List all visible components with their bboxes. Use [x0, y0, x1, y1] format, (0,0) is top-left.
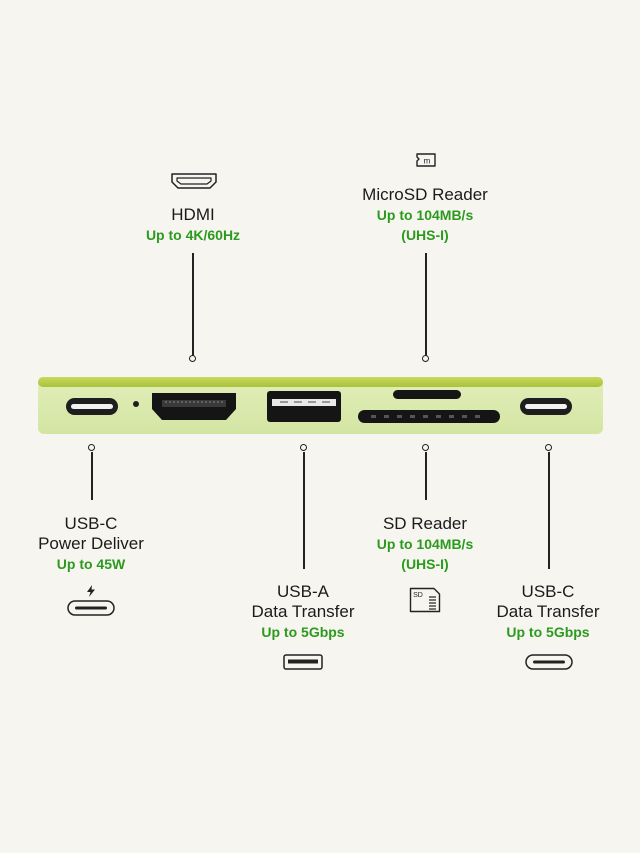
hdmi-icon	[171, 173, 217, 189]
usb-a-label: USB-A Data Transfer Up to 5Gbps	[213, 582, 393, 642]
usb-c-data-title-line1: USB-C	[521, 582, 575, 601]
usb-c-data-label: USB-C Data Transfer Up to 5Gbps	[458, 582, 638, 642]
usb-c-data-title-line2: Data Transfer	[496, 602, 600, 621]
sd-slot	[358, 410, 500, 423]
usb-a-port	[267, 391, 341, 422]
microsd-spec-line2: (UHS-I)	[401, 227, 449, 243]
hdmi-spec: Up to 4K/60Hz	[145, 227, 241, 243]
usb-c-power-title-line2: Power Deliver	[38, 534, 144, 553]
usb-c-power-label: USB-C Power Deliver Up to 45W	[11, 514, 171, 574]
microsd-spec-line1: Up to 104MB/s	[376, 207, 474, 223]
sd-card-icon-letters: SD	[413, 592, 423, 599]
usb-a-leader-line	[303, 452, 305, 569]
hdmi-leader-dot	[189, 355, 196, 362]
usb-c-power-spec: Up to 45W	[56, 556, 126, 572]
usb-c-data-leader-dot	[545, 444, 552, 451]
usb-c-power-title-line1: USB-C	[64, 514, 118, 533]
usb-a-title-line2: Data Transfer	[251, 602, 355, 621]
sd-spec-line1: Up to 104MB/s	[376, 536, 474, 552]
status-led	[133, 401, 139, 407]
usb-c-power-leader-line	[91, 452, 93, 500]
usb-a-title-line1: USB-A	[277, 582, 329, 601]
microsd-leader-dot	[422, 355, 429, 362]
usb-a-icon	[283, 654, 323, 670]
lightning-icon	[87, 585, 95, 597]
hdmi-label: HDMI Up to 4K/60Hz	[113, 205, 273, 245]
usb-c-icon	[525, 654, 573, 670]
usb-c-data-spec: Up to 5Gbps	[506, 624, 590, 640]
sd-label: SD Reader Up to 104MB/s (UHS-I)	[325, 514, 525, 574]
usb-a-leader-dot	[300, 444, 307, 451]
sd-leader-line	[425, 452, 427, 500]
usb-c-data-leader-line	[548, 452, 550, 569]
usb-a-spec: Up to 5Gbps	[261, 624, 345, 640]
usb-c-power-icon	[67, 600, 115, 616]
hdmi-leader-line	[192, 253, 194, 357]
microsd-leader-line	[425, 253, 427, 357]
microsd-icon: m	[416, 153, 436, 167]
microsd-icon-letter: m	[424, 157, 431, 166]
usb-c-hub	[38, 377, 603, 434]
sd-leader-dot	[422, 444, 429, 451]
microsd-slot	[393, 390, 461, 399]
microsd-label: MicroSD Reader Up to 104MB/s (UHS-I)	[325, 185, 525, 245]
sd-spec-line2: (UHS-I)	[401, 556, 449, 572]
sd-card-icon: SD	[409, 587, 441, 613]
usb-c-power-leader-dot	[88, 444, 95, 451]
microsd-title: MicroSD Reader	[362, 185, 488, 204]
sd-title: SD Reader	[382, 514, 468, 533]
hdmi-title: HDMI	[171, 205, 215, 224]
hdmi-port	[152, 393, 236, 420]
